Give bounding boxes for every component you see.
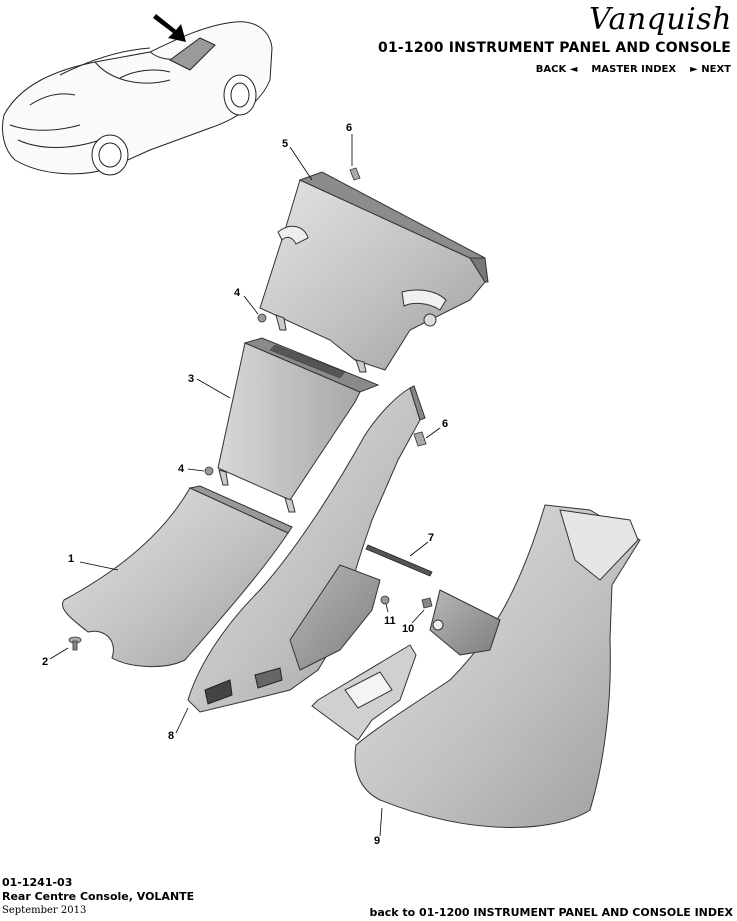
callout-labels: 1 2 3 4 4 5 6 6 7 8 9 10 11 bbox=[42, 122, 448, 847]
callout-7: 7 bbox=[428, 532, 434, 544]
diagram-date: September 2013 bbox=[2, 905, 87, 916]
callout-11: 11 bbox=[384, 615, 396, 627]
part-1-trim-panel bbox=[62, 485, 293, 668]
callout-4b: 4 bbox=[178, 463, 185, 475]
navigation-bar: BACK ◄ MASTER INDEX ► NEXT bbox=[536, 64, 731, 75]
back-to-index-link[interactable]: back to 01-1200 INSTRUMENT PANEL AND CON… bbox=[369, 906, 733, 919]
brand-logo: Vanquish bbox=[524, 2, 732, 37]
callout-1: 1 bbox=[68, 553, 74, 565]
part-5-upper-panel bbox=[259, 171, 489, 373]
callout-3: 3 bbox=[188, 373, 194, 385]
part-7-strip bbox=[365, 544, 433, 577]
callout-9: 9 bbox=[374, 835, 380, 847]
mounting-bracket bbox=[311, 644, 417, 741]
part-8-console-side bbox=[187, 385, 426, 713]
diagram-code: 01-1241-03 bbox=[2, 876, 73, 889]
logo-text: Vanquish bbox=[589, 2, 732, 37]
master-index-link[interactable]: MASTER INDEX bbox=[591, 64, 677, 75]
callout-10: 10 bbox=[402, 623, 414, 635]
diagram-name: Rear Centre Console, VOLANTE bbox=[2, 890, 195, 903]
car-thumbnail bbox=[1, 21, 273, 176]
callout-6a: 6 bbox=[346, 122, 352, 134]
next-link[interactable]: ► NEXT bbox=[690, 64, 731, 75]
section-title: 01-1200 INSTRUMENT PANEL AND CONSOLE bbox=[378, 40, 731, 56]
callout-6b: 6 bbox=[442, 418, 448, 430]
exploded-parts-diagram: 1 2 3 4 4 5 6 6 7 8 9 10 11 bbox=[1, 14, 641, 847]
part-3-panel bbox=[217, 337, 380, 513]
part-9-side-panel bbox=[354, 504, 641, 828]
back-link[interactable]: BACK ◄ bbox=[535, 64, 578, 75]
location-arrow bbox=[153, 14, 186, 42]
fasteners bbox=[68, 167, 433, 651]
callout-5: 5 bbox=[282, 138, 288, 150]
callout-4a: 4 bbox=[234, 287, 241, 299]
footer-info: 01-1241-03 Rear Centre Console, VOLANTE … bbox=[2, 876, 194, 918]
callout-2: 2 bbox=[42, 656, 48, 668]
callout-8: 8 bbox=[168, 730, 174, 742]
leader-lines bbox=[49, 134, 441, 837]
